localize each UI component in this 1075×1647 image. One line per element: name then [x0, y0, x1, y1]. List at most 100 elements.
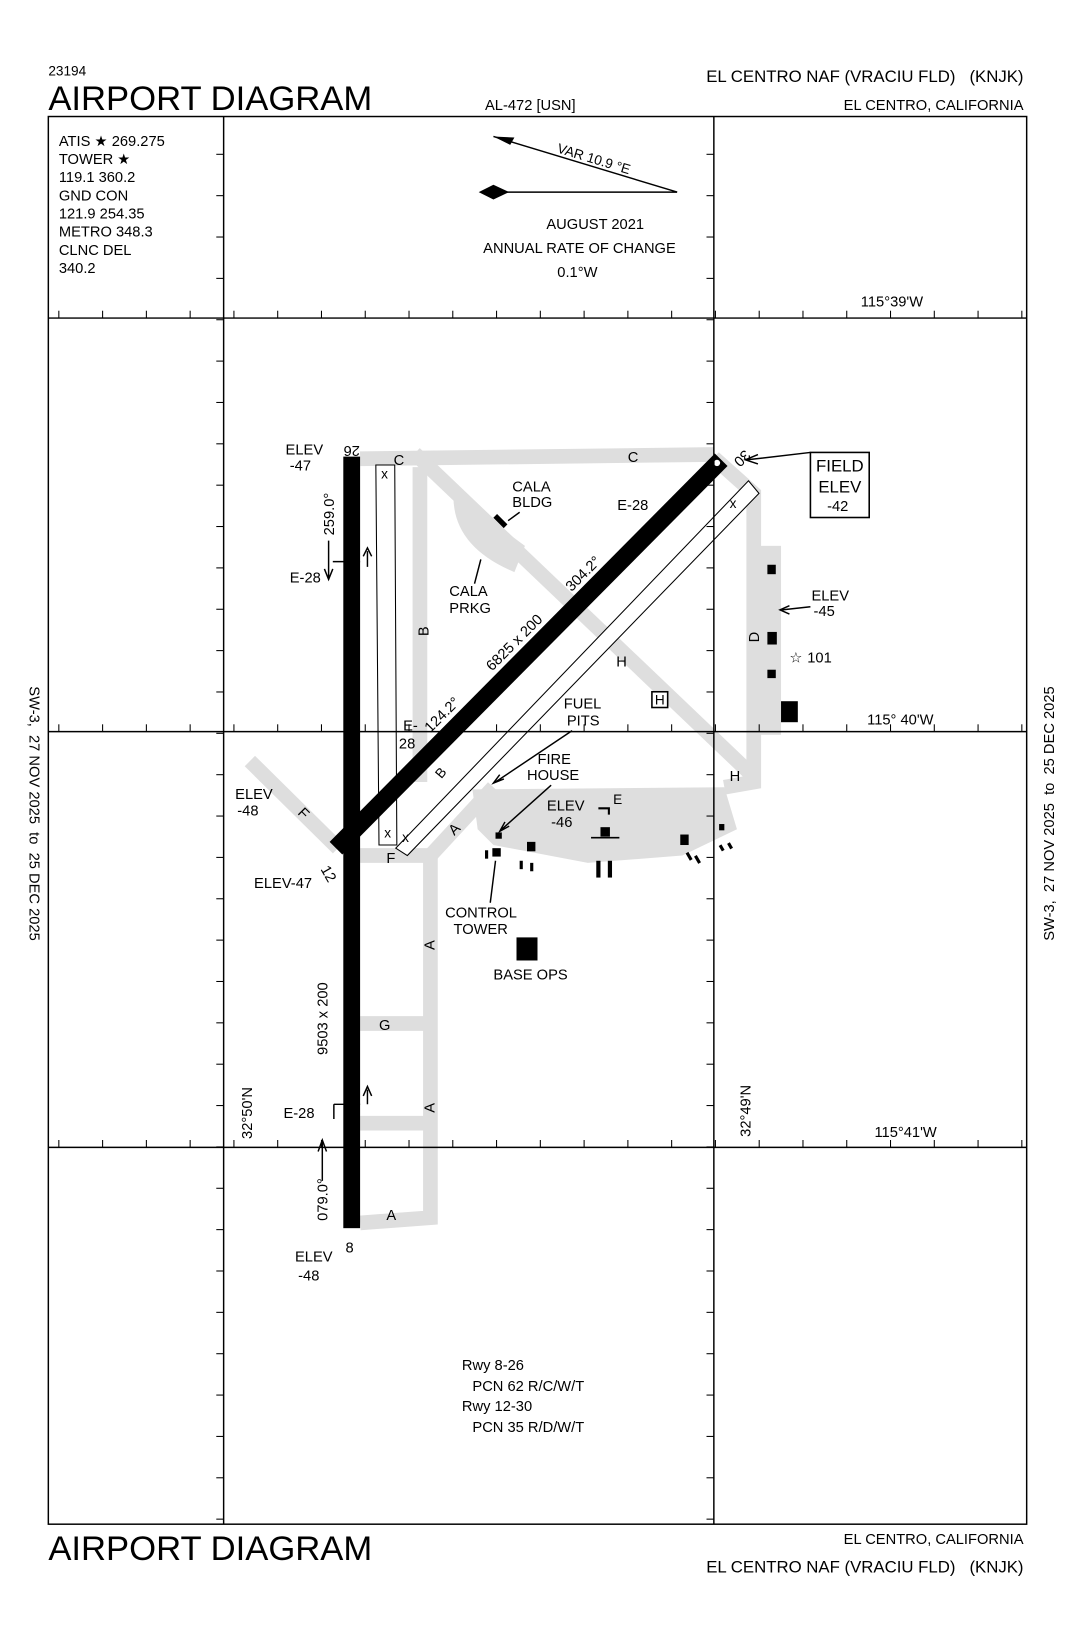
runway-12-label: 12	[317, 863, 339, 885]
frequency-line: ATIS ★ 269.275	[59, 134, 165, 150]
elev-label: ELEV	[235, 787, 273, 803]
elev-label: ELEV	[295, 1250, 333, 1266]
cala-building	[493, 513, 508, 529]
field-elev-label: ELEV	[818, 477, 862, 496]
elev-rwy26: -47	[290, 458, 311, 474]
frequency-line: 119.1 360.2	[59, 170, 136, 186]
arresting-gear-label: 28	[399, 736, 415, 752]
frequency-line: TOWER ★	[59, 152, 131, 168]
taxiway-b-label: B	[432, 765, 449, 782]
beacon-label: 101	[807, 650, 832, 666]
chart-number: 23194	[48, 64, 86, 79]
arresting-gear-label: E-	[403, 719, 418, 735]
buildings	[485, 513, 798, 961]
heading-259: 259.0°	[322, 493, 338, 536]
runway-26-label: 26	[344, 442, 360, 458]
taxiway-h-label: H	[730, 769, 741, 785]
taxiway-g-label: G	[379, 1018, 390, 1034]
elev-apron: -46	[551, 815, 572, 831]
taxiway-a-label: A	[423, 940, 439, 950]
closed-strip-12-30	[394, 479, 760, 857]
longitude-label: 115° 40'W	[867, 712, 934, 728]
base-ops-label: BASE OPS	[493, 967, 567, 983]
main-apron	[472, 787, 737, 863]
heading-079: 079.0°	[316, 1178, 332, 1221]
field-elevation-box: FIELD ELEV -42	[743, 451, 870, 519]
cala-bldg-label: BLDG	[512, 495, 552, 511]
frequency-line: CLNC DEL	[59, 243, 132, 259]
arresting-gear-label: E-28	[283, 1106, 314, 1122]
elev-rwy12: ELEV-47	[254, 876, 312, 892]
cala-prkg-label: CALA	[449, 584, 488, 600]
fire-house-label: FIRE	[537, 752, 571, 768]
closed-mark: x	[730, 496, 737, 511]
elev-label: ELEV	[547, 798, 585, 814]
cala-prkg-label: PRKG	[449, 601, 491, 617]
longitude-label: 115°41'W	[874, 1125, 936, 1141]
field-elev-value: -42	[827, 499, 848, 515]
true-north-arrowhead	[493, 136, 515, 145]
elev-label: ELEV	[286, 443, 324, 459]
pcn-line: PCN 35 R/D/W/T	[472, 1420, 584, 1436]
helipad-label: H	[655, 692, 665, 707]
taxiway-f-diagonal	[244, 755, 344, 854]
runway-12-30	[329, 453, 728, 855]
taxiway-f-label: F	[386, 851, 395, 867]
closed-mark: x	[384, 826, 391, 841]
validity-left: SW-3, 27 NOV 2025 to 25 DEC 2025	[25, 686, 41, 940]
fuel-pits-label: FUEL	[564, 697, 602, 713]
taxiway-d-label: D	[747, 632, 763, 643]
control-tower-building	[492, 848, 501, 857]
arresting-gear-label: E-28	[290, 571, 321, 587]
arresting-gear-label: E-28	[617, 498, 648, 514]
pcn-line: PCN 62 R/C/W/T	[472, 1379, 584, 1395]
cala-parking	[453, 493, 525, 573]
taxiway-a-label: A	[386, 1208, 396, 1224]
taxiway-b-label: B	[416, 626, 432, 636]
fuel-pits-label: PITS	[567, 713, 600, 729]
taxiway-a-label: A	[423, 1103, 439, 1113]
pcn-line: Rwy 12-30	[462, 1399, 532, 1415]
elev-rwy8: -48	[298, 1269, 319, 1285]
latitude-label: 32°50'N	[240, 1087, 256, 1139]
elev-east: -45	[814, 604, 835, 620]
pcn-line: Rwy 8-26	[462, 1358, 524, 1374]
taxiway-e-label: E	[613, 792, 622, 807]
magvar-rate: 0.1°W	[557, 265, 597, 281]
city-name: EL CENTRO, CALIFORNIA	[844, 98, 1024, 114]
footer-airport: EL CENTRO NAF (VRACIU FLD) (KNJK)	[706, 1557, 1023, 1576]
fire-house-label: HOUSE	[527, 768, 579, 784]
taxiway-c-label: C	[394, 453, 405, 469]
control-tower-label: TOWER	[454, 922, 508, 938]
helipad: H	[651, 690, 669, 709]
base-ops-building	[516, 937, 538, 961]
frequency-line: GND CON	[59, 188, 128, 204]
airport-name: EL CENTRO NAF (VRACIU FLD) (KNJK)	[706, 67, 1023, 86]
taxiway-a	[359, 855, 438, 1231]
taxiway-h-label: H	[616, 655, 627, 671]
field-elev-point	[713, 459, 721, 467]
taxiways	[244, 447, 782, 1231]
procedure-id: AL-472 [USN]	[485, 98, 576, 114]
frequency-line: 121.9 254.35	[59, 207, 145, 223]
beacon-icon: ☆	[789, 650, 802, 666]
closed-mark: x	[381, 467, 388, 482]
control-tower-label: CONTROL	[445, 905, 517, 921]
magnetic-north-arrowhead	[478, 184, 510, 200]
page-title: AIRPORT DIAGRAM	[48, 80, 372, 118]
latitude-label: 32°49'N	[739, 1085, 755, 1137]
closed-mark: x	[402, 830, 409, 845]
longitude-label: 115°39'W	[861, 295, 923, 311]
magnetic-variation: VAR 10.9 °E AUGUST 2021 ANNUAL RATE OF C…	[478, 135, 678, 281]
taxiway-c-label: C	[628, 450, 639, 466]
grid-frame	[47, 115, 1028, 1525]
elev-label: ELEV	[811, 588, 849, 604]
magvar-date: AUGUST 2021	[546, 217, 644, 233]
magvar-rate-label: ANNUAL RATE OF CHANGE	[483, 241, 676, 257]
footer-title: AIRPORT DIAGRAM	[48, 1530, 372, 1568]
elev-rwy12-left: -48	[237, 804, 258, 820]
validity-right: SW-3, 27 NOV 2025 to 25 DEC 2025	[1042, 686, 1058, 940]
runway-8-label: 8	[346, 1240, 354, 1256]
